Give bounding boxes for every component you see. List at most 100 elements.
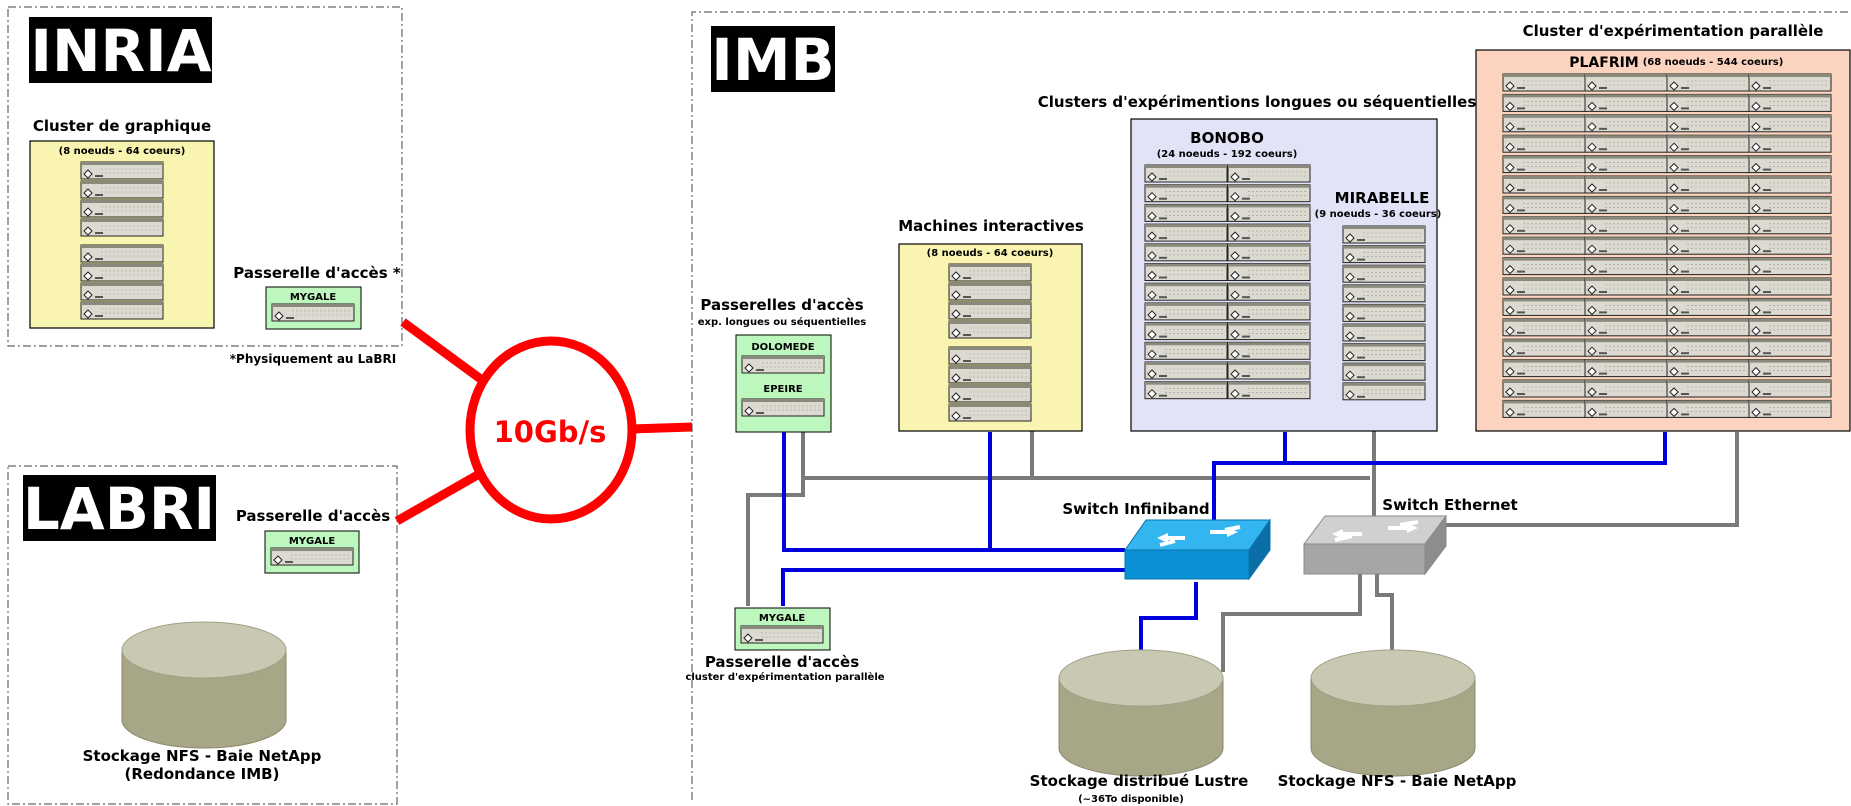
server-unit <box>1502 73 1586 92</box>
server-unit <box>1227 282 1311 301</box>
server-unit <box>1502 155 1586 174</box>
server-unit <box>1584 297 1668 316</box>
server-unit <box>1502 257 1586 276</box>
server-unit <box>1502 175 1586 194</box>
server-unit <box>1748 236 1832 255</box>
plafrim-info: (68 noeuds - 544 coeurs) <box>1643 57 1784 68</box>
server-unit <box>1144 381 1228 400</box>
server-unit <box>1584 338 1668 357</box>
netapp-disk <box>1310 649 1476 777</box>
bonobo-info: (24 noeuds - 192 coeurs) <box>1157 149 1298 160</box>
lustre-info: (~36To disponible) <box>1078 794 1184 805</box>
server-unit <box>1502 93 1586 112</box>
server-unit <box>1584 399 1668 418</box>
server-unit <box>1666 175 1750 194</box>
inria-frame <box>7 6 403 347</box>
server-unit <box>1227 243 1311 262</box>
server-unit <box>1144 164 1228 183</box>
labri-frame <box>7 465 398 805</box>
mirabelle-name: MIRABELLE <box>1335 189 1430 207</box>
server-unit <box>1584 318 1668 337</box>
server-unit <box>1748 175 1832 194</box>
mirabelle-info: (9 noeuds - 36 coeurs) <box>1315 209 1442 220</box>
server-unit <box>1748 338 1832 357</box>
mirabelle-rack <box>1342 225 1426 401</box>
server-unit <box>1502 359 1586 378</box>
server-unit <box>1227 381 1311 400</box>
server-unit <box>1502 297 1586 316</box>
server-unit <box>1666 73 1750 92</box>
server-unit <box>1666 338 1750 357</box>
server-unit <box>1342 343 1426 362</box>
server-unit <box>1144 203 1228 222</box>
server-unit <box>1227 263 1311 281</box>
server-unit <box>1584 93 1668 112</box>
server-unit <box>1584 236 1668 255</box>
parallel-title: Cluster d'expérimentation parallèle <box>1523 22 1824 40</box>
imb-logo-text: IMB <box>711 26 835 94</box>
server-unit <box>1502 399 1586 418</box>
server-unit <box>1502 114 1586 133</box>
server-unit <box>1502 236 1586 255</box>
server-unit <box>1342 323 1426 342</box>
server-unit <box>1227 184 1311 203</box>
server-unit <box>1748 359 1832 378</box>
imb-gateways-subtitle: exp. longues ou séquentielles <box>698 316 867 328</box>
server-unit <box>1502 318 1586 337</box>
server-unit <box>1584 114 1668 133</box>
server-unit <box>1748 379 1832 398</box>
link-ring <box>465 336 637 524</box>
server-unit <box>1502 338 1586 357</box>
server-unit <box>1144 184 1228 203</box>
labri-logo-text: LABRI <box>23 475 215 543</box>
server-unit <box>1227 322 1311 341</box>
server-unit <box>1666 277 1750 296</box>
switch-infiniband-label: Switch Infiniband <box>1062 500 1209 518</box>
server-unit <box>1748 73 1832 92</box>
server-unit <box>1342 303 1426 322</box>
mygale-gateway-subtitle: cluster d'expérimentation parallèle <box>685 671 884 683</box>
server-unit <box>1227 302 1311 321</box>
server-unit <box>1748 93 1832 112</box>
server-unit <box>1227 223 1311 242</box>
gateway-dolomede-server <box>741 355 825 374</box>
lustre-disk <box>1058 649 1224 777</box>
server-unit <box>1502 134 1586 153</box>
server-unit <box>1666 297 1750 316</box>
server-unit <box>1666 257 1750 276</box>
inria-cluster-title: Cluster de graphique <box>33 117 211 135</box>
server-unit <box>1584 155 1668 174</box>
server-unit <box>1227 361 1311 380</box>
server-unit <box>1584 277 1668 296</box>
inria-cluster-info: (8 noeuds - 64 coeurs) <box>59 146 186 157</box>
infiniband-links <box>781 432 1667 660</box>
server-unit <box>1584 216 1668 235</box>
labri-gateway-title: Passerelle d'accès <box>236 507 390 525</box>
server-unit <box>1342 382 1426 401</box>
labri-logo <box>23 475 216 541</box>
server-unit <box>1342 225 1426 244</box>
inria-footnote: *Physiquement au LaBRI <box>230 352 396 366</box>
server-unit <box>1502 379 1586 398</box>
server-unit <box>1502 277 1586 296</box>
inria-gateway-name: MYGALE <box>290 292 337 303</box>
interactive-title: Machines interactives <box>898 217 1084 235</box>
server-unit <box>1342 264 1426 283</box>
bonobo-name: BONOBO <box>1190 129 1264 147</box>
plafrim-rack <box>1502 73 1832 418</box>
server-unit <box>1748 277 1832 296</box>
server-unit <box>1144 361 1228 380</box>
ethernet-links <box>746 426 1739 672</box>
inria-gateway-server <box>271 303 355 322</box>
server-unit <box>1144 341 1228 360</box>
server-unit <box>1584 134 1668 153</box>
server-unit <box>1666 114 1750 133</box>
server-unit <box>1666 216 1750 235</box>
link-speed-label: 10Gb/s <box>494 415 607 449</box>
inria-logo <box>29 17 212 83</box>
server-unit <box>1748 114 1832 133</box>
server-unit <box>1748 134 1832 153</box>
server-unit <box>1144 223 1228 242</box>
server-unit <box>1584 73 1668 92</box>
